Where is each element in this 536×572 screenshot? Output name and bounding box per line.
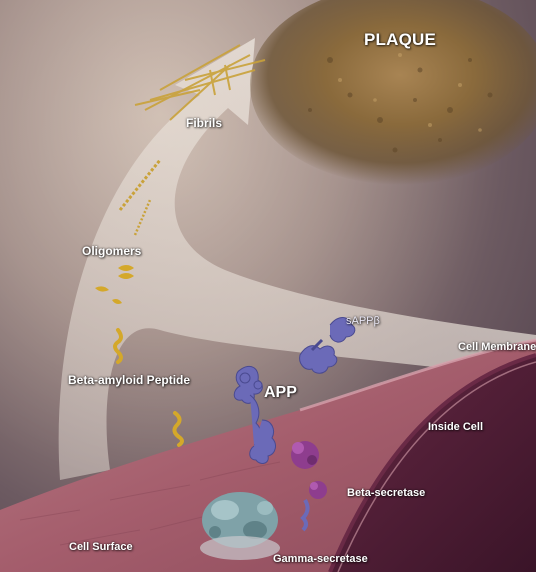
oligomers-label: Oligomers <box>82 244 142 258</box>
pathway-arrow <box>58 38 536 480</box>
plaque-cluster <box>250 0 536 185</box>
oligomer-chain <box>95 265 134 304</box>
plaque-label: PLAQUE <box>364 30 437 49</box>
sappb-fragment <box>299 317 356 374</box>
beta-amyloid-peptide-label: Beta-amyloid Peptide <box>68 373 191 387</box>
sappb-label: sAPPβ <box>346 315 380 327</box>
cell-surface-label: Cell Surface <box>69 541 133 553</box>
fibril-strands <box>134 44 266 121</box>
beta-secretase-enzyme <box>291 441 327 532</box>
app-protein <box>233 365 276 464</box>
cell-membrane-label: Cell Membrane <box>458 341 536 353</box>
beta-secretase-label: Beta-secretase <box>347 487 426 499</box>
inside-cell-label: Inside Cell <box>428 421 484 433</box>
gamma-secretase-enzyme <box>200 492 280 560</box>
gamma-secretase-label: Gamma-secretase <box>273 553 368 565</box>
fibrils-label: Fibrils <box>186 116 223 130</box>
app-label: APP <box>264 384 297 401</box>
